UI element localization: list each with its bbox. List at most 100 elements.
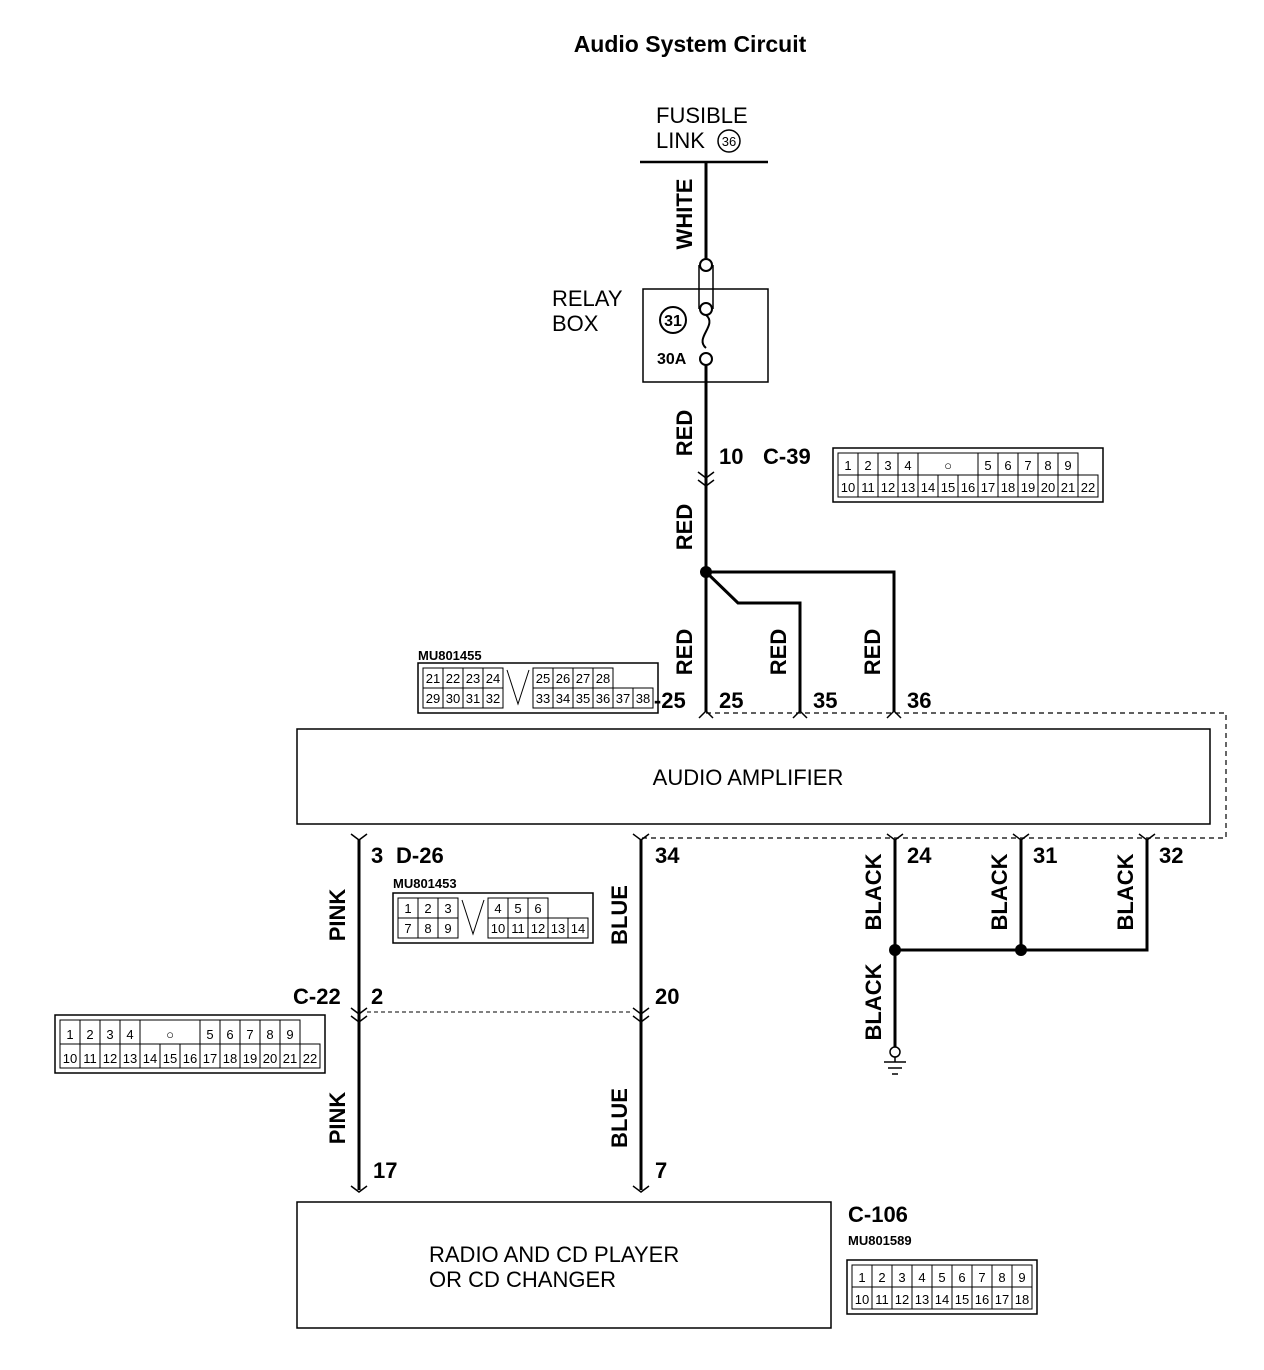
fusible-link: FUSIBLE LINK 36	[640, 103, 768, 164]
wire-label-blue: BLUE	[607, 1088, 632, 1148]
d26-pin-label: 1	[404, 901, 411, 916]
d25-pin-label: 32	[486, 691, 500, 706]
d26-pin: 24	[907, 843, 932, 868]
c39-pin-label: 10	[841, 480, 855, 495]
fuse-number: 31	[664, 313, 682, 330]
c22-pin-label: 15	[163, 1051, 177, 1066]
radio-cd-label-2: OR CD CHANGER	[429, 1267, 616, 1292]
d25-pin: 36	[907, 688, 931, 713]
d26-pin-label: 6	[534, 901, 541, 916]
d25-pin-cell	[632, 687, 654, 709]
wire-label-red: RED	[672, 629, 697, 675]
c106-pin-label: 17	[995, 1292, 1009, 1307]
c106-pin-label: 15	[955, 1292, 969, 1307]
c39-pin-label: 22	[1081, 480, 1095, 495]
d25-pin-label: 24	[486, 671, 500, 686]
c106-pin-label: 6	[958, 1270, 965, 1285]
c22-pin-label: 22	[303, 1051, 317, 1066]
c22-pin-label: 13	[123, 1051, 137, 1066]
wire-label-black: BLACK	[861, 963, 886, 1040]
c39-pin-label: 8	[1044, 458, 1051, 473]
relay-box-label-2: BOX	[552, 311, 599, 336]
c106-pin-label: 11	[875, 1292, 889, 1307]
fuse-terminal-icon	[699, 258, 713, 272]
d26-code: MU801453	[393, 876, 457, 891]
d26-pin-cell	[437, 917, 459, 939]
relay-box: RELAY BOX 31 30A	[552, 258, 769, 383]
fuse-element-icon	[701, 314, 711, 349]
d25-pin-label: 28	[596, 671, 610, 686]
wire-label-red: RED	[672, 504, 697, 550]
c22-pin-label: 17	[203, 1051, 217, 1066]
c39-pin-label: 12	[881, 480, 895, 495]
c22-name: C-22	[293, 984, 341, 1009]
c106-grid-outline	[846, 1259, 1038, 1315]
c22-pin-label: 14	[143, 1051, 157, 1066]
splice-junction-icon	[889, 944, 901, 956]
c106-pin-label: 9	[1018, 1270, 1025, 1285]
d26-pin-label: 10	[491, 921, 505, 936]
d25-pin-label: 22	[446, 671, 460, 686]
d26-pin: 3	[371, 843, 383, 868]
fuse-terminal-icon	[699, 352, 713, 366]
d25-pin-label: 31	[466, 691, 480, 706]
c22-pin-label: 8	[266, 1027, 273, 1042]
fuse-rating: 30A	[657, 351, 687, 368]
c22-pin-label: 10	[63, 1051, 77, 1066]
c39-name: C-39	[763, 444, 811, 469]
audio-amplifier-box	[296, 728, 1211, 825]
c22-pin: 20	[655, 984, 679, 1009]
c106-pin-label: 2	[878, 1270, 885, 1285]
d25-pin: 35	[813, 688, 837, 713]
radio-cd-label-1: RADIO AND CD PLAYER	[429, 1242, 679, 1267]
c22-pin-label: 16	[183, 1051, 197, 1066]
c39-pin-label: 18	[1001, 480, 1015, 495]
d26-pin: 32	[1159, 843, 1183, 868]
d26-pin-label: 3	[444, 901, 451, 916]
c22-pin-label: 7	[246, 1027, 253, 1042]
audio-amplifier-label: AUDIO AMPLIFIER	[653, 765, 844, 790]
c22-pin-label: 21	[283, 1051, 297, 1066]
wire-label-pink: PINK	[325, 1092, 350, 1145]
d25-pin-label: 30	[446, 691, 460, 706]
c39-pin-label: 1	[844, 458, 851, 473]
d25-pin-label: 26	[556, 671, 570, 686]
fuse-number-circle	[659, 306, 687, 334]
c106-name: C-106	[848, 1202, 908, 1227]
c39-pin: 10	[719, 444, 743, 469]
d25-pin-label: 34	[556, 691, 570, 706]
d25-pin-label: 23	[466, 671, 480, 686]
d26-pin-label: 14	[571, 921, 585, 936]
c106-pin-label: 1	[858, 1270, 865, 1285]
d26-pin-label: 5	[514, 901, 521, 916]
d25-pin-label: 33	[536, 691, 550, 706]
red-wire-branch-36	[706, 570, 896, 712]
c39-pin-label: 5	[984, 458, 991, 473]
d26-key-icon	[461, 899, 485, 936]
d25-pin-label: 25	[536, 671, 550, 686]
c39-pin-label: 3	[884, 458, 891, 473]
wire-label-pink: PINK	[325, 889, 350, 942]
c22-pin-label: 6	[226, 1027, 233, 1042]
d26-pin-label: 8	[424, 921, 431, 936]
d25-pin-label: 36	[596, 691, 610, 706]
c106-terminal-icon	[632, 1185, 650, 1193]
c39-pin-label: 4	[904, 458, 911, 473]
c22-pin-label: 3	[106, 1027, 113, 1042]
c106-pin-label: 5	[938, 1270, 945, 1285]
c22-pin-label: 9	[286, 1027, 293, 1042]
d25-pin-label: 29	[426, 691, 440, 706]
d26-terminal-icon	[632, 833, 650, 841]
c22-connector-icon	[632, 1007, 650, 1023]
d25-grid-outline	[417, 662, 659, 714]
d25-key-icon	[506, 669, 530, 706]
d25-terminal-icon	[886, 709, 902, 719]
c39-pin-label: 11	[861, 480, 875, 495]
c22-pin-cell	[299, 1043, 321, 1069]
d26-pin-label: 12	[531, 921, 545, 936]
c39-pin-label: 17	[981, 480, 995, 495]
wire-label-red: RED	[672, 410, 697, 456]
